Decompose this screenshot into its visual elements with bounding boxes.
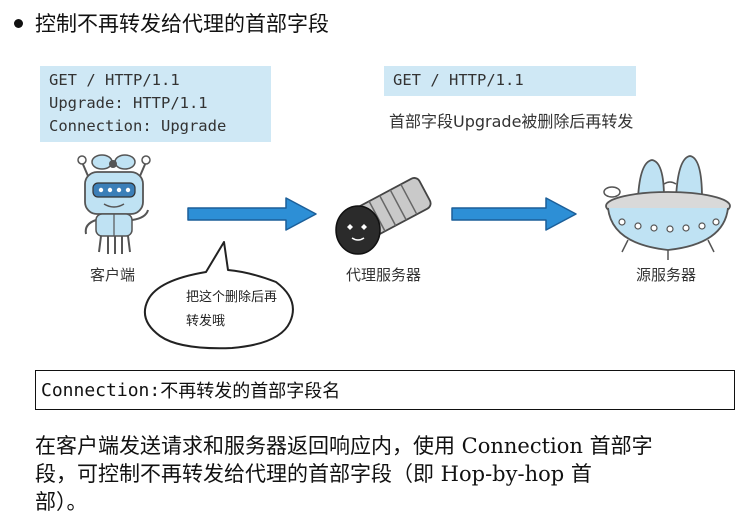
bubble-line-1: 把这个删除后再 [186, 290, 278, 305]
client-label: 客户端 [90, 266, 136, 284]
flow-illustration [77, 154, 731, 350]
definition-key: Connection: [41, 379, 161, 401]
origin-label: 源服务器 [636, 266, 697, 284]
proxy-label: 代理服务器 [346, 266, 422, 284]
section-heading: 控制不再转发给代理的首部字段 [14, 8, 329, 38]
client-request-box: GET / HTTP/1.1 Upgrade: HTTP/1.1 Connect… [40, 66, 271, 142]
client-robot-icon [77, 154, 151, 254]
arrow-client-to-proxy [187, 197, 317, 231]
origin-server-icon [603, 155, 731, 260]
upgrade-header-line: Upgrade: HTTP/1.1 [49, 94, 208, 112]
arrow-proxy-to-origin [451, 197, 577, 231]
explanation-paragraph: 在客户端发送请求和服务器返回响应内，使用 Connection 首部字 段，可控… [35, 432, 740, 516]
paragraph-line-1: 在客户端发送请求和服务器返回响应内，使用 Connection 首部字 [35, 434, 653, 458]
request-line: GET / HTTP/1.1 [49, 71, 180, 89]
bullet-icon [14, 18, 23, 28]
proxy-note: 首部字段Upgrade被删除后再转发 [389, 112, 634, 131]
definition-value: 不再转发的首部字段名 [160, 381, 341, 402]
bubble-line-2: 转发哦 [186, 314, 226, 329]
connection-header-line: Connection: Upgrade [49, 117, 227, 135]
forwarded-request-line: GET / HTTP/1.1 [393, 71, 524, 89]
proxy-server-icon [335, 177, 432, 255]
forwarded-request-box: GET / HTTP/1.1 [384, 66, 636, 96]
bubble-text: 把这个删除后再 转发哦 [186, 286, 277, 334]
paragraph-line-3: 部）。 [35, 490, 88, 514]
definition-box: Connection: 不再转发的首部字段名 [35, 370, 735, 410]
speech-bubble-icon [144, 241, 294, 350]
heading-text: 控制不再转发给代理的首部字段 [35, 12, 329, 36]
paragraph-line-2: 段，可控制不再转发给代理的首部字段（即 Hop-by-hop 首 [35, 462, 592, 486]
